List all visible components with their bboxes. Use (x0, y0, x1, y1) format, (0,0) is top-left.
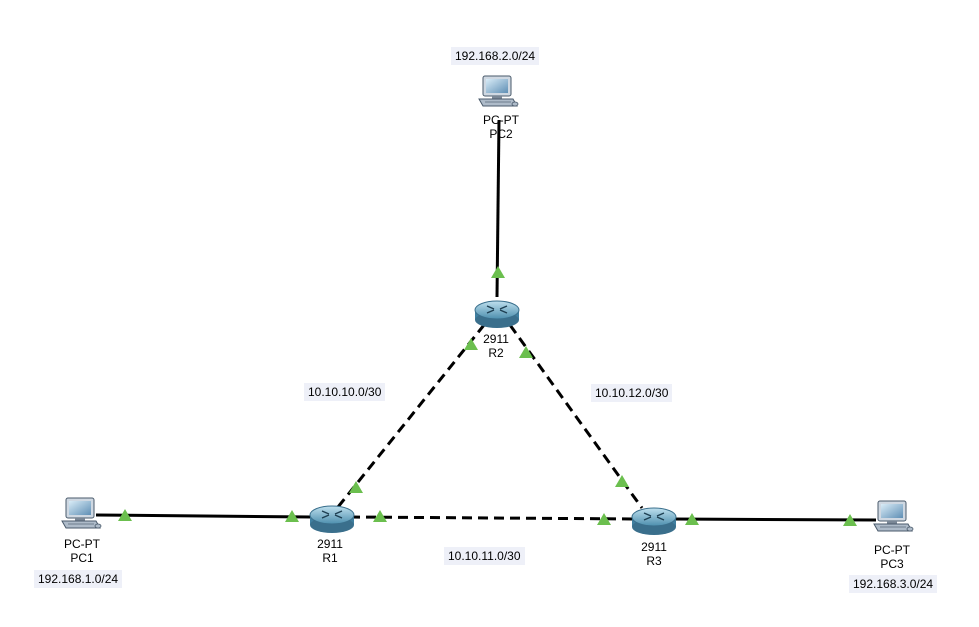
link-r2-r3[interactable] (508, 324, 644, 509)
r1-caption[interactable]: 2911 R1 (300, 537, 360, 565)
port-up-indicator (843, 514, 857, 526)
pc3-caption[interactable]: PC-PT PC3 (862, 543, 922, 571)
r3-name: R3 (646, 554, 662, 568)
r1-model: 2911 (317, 537, 343, 551)
port-up-indicator (491, 266, 505, 278)
network-label-lan2: 192.168.2.0/24 (451, 47, 540, 65)
port-up-indicator (464, 338, 478, 350)
r3-router-icon[interactable] (631, 507, 677, 535)
pc2-model: PC-PT (483, 113, 519, 127)
link-r1-r2[interactable] (336, 324, 486, 508)
pc3-computer-icon[interactable] (873, 500, 914, 532)
devices-layer (61, 75, 914, 535)
r1-router-icon[interactable] (309, 505, 355, 533)
r3-caption[interactable]: 2911 R3 (624, 540, 684, 568)
link-r1-r3[interactable] (349, 515, 639, 521)
pc3-model: PC-PT (874, 543, 910, 557)
port-up-indicator (349, 481, 363, 493)
pc2-computer-icon[interactable] (478, 75, 519, 107)
port-up-indicator (597, 513, 611, 525)
links-layer (95, 119, 877, 522)
r2-model: 2911 (483, 332, 509, 346)
link-pc1-r1[interactable] (95, 513, 313, 519)
port-up-indicator (615, 475, 629, 487)
port-indicators (118, 266, 857, 526)
network-label-r1-r2: 10.10.10.0/30 (304, 383, 386, 401)
network-label-lan3: 192.168.3.0/24 (849, 575, 938, 593)
port-up-indicator (285, 510, 299, 522)
r1-name: R1 (322, 551, 338, 565)
port-up-indicator (118, 509, 132, 521)
network-label-r2-r3: 10.10.12.0/30 (591, 384, 673, 402)
pc1-caption[interactable]: PC-PT PC1 (52, 537, 112, 565)
port-up-indicator (685, 513, 699, 525)
pc2-caption[interactable]: PC-PT PC2 (471, 113, 531, 141)
pc2-name: PC2 (489, 127, 513, 141)
r2-name: R2 (488, 346, 504, 360)
pc3-name: PC3 (880, 557, 904, 571)
pc1-name: PC1 (70, 551, 94, 565)
link-pc3-r3[interactable] (671, 517, 877, 522)
r3-model: 2911 (641, 540, 667, 554)
port-up-indicator (373, 510, 387, 522)
port-up-indicator (519, 346, 533, 358)
network-label-lan1: 192.168.1.0/24 (34, 570, 123, 588)
network-label-r1-r3: 10.10.11.0/30 (444, 547, 525, 565)
pc1-computer-icon[interactable] (61, 497, 102, 529)
pc1-model: PC-PT (64, 537, 100, 551)
r2-router-icon[interactable] (474, 300, 520, 328)
r2-caption[interactable]: 2911 R2 (466, 332, 526, 360)
